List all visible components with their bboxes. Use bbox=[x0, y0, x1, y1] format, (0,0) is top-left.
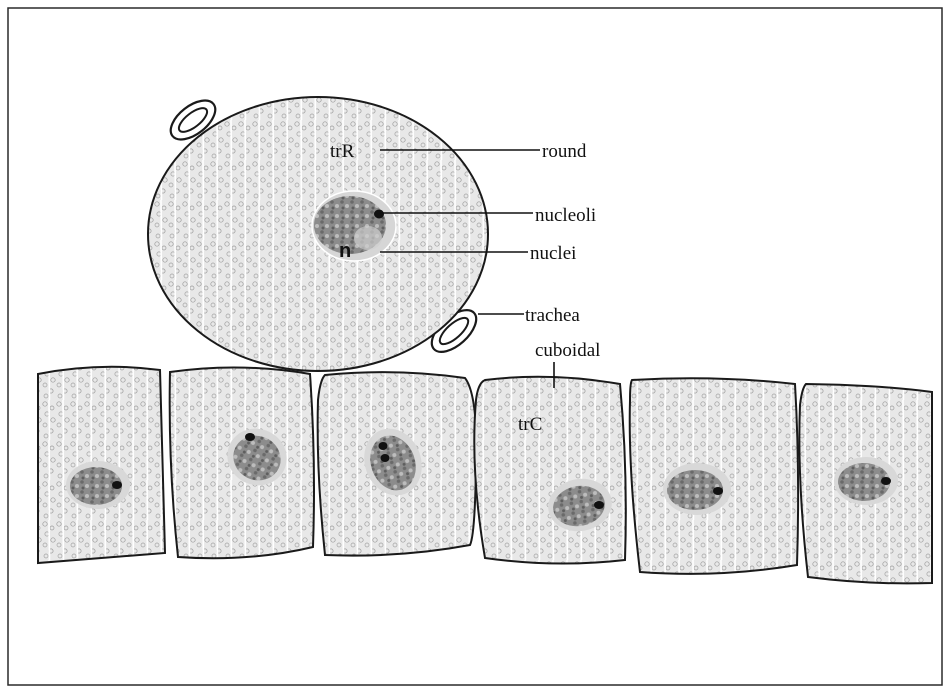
nucleus-5 bbox=[663, 463, 731, 515]
nucleolus bbox=[374, 210, 384, 219]
label-round: round bbox=[542, 141, 587, 162]
nucleus-6 bbox=[834, 457, 898, 505]
label-cuboidal: cuboidal bbox=[535, 340, 600, 361]
label-nuclei: nuclei bbox=[530, 243, 576, 264]
round-cell-nucleus bbox=[312, 191, 396, 261]
label-trR: trR bbox=[330, 141, 355, 162]
figure-frame bbox=[8, 8, 942, 685]
round-cell bbox=[148, 97, 488, 371]
label-nucleoli: nucleoli bbox=[535, 205, 596, 226]
label-n: n bbox=[339, 240, 351, 262]
nucleus-1 bbox=[66, 461, 130, 509]
label-trachea: trachea bbox=[525, 305, 580, 326]
cuboidal-cell-4 bbox=[474, 377, 626, 564]
label-trC: trC bbox=[518, 414, 542, 435]
